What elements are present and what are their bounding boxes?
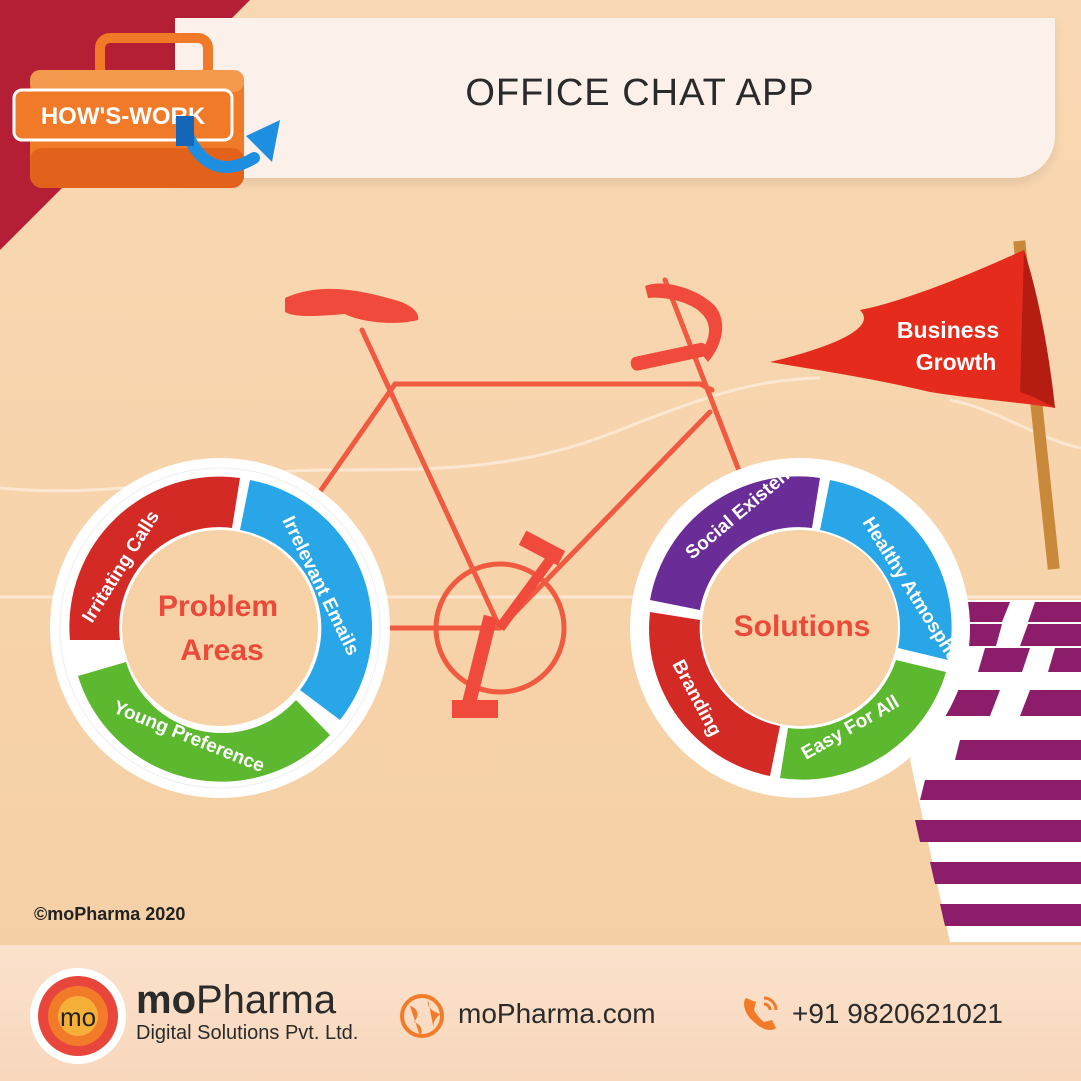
- website-link[interactable]: moPharma.com: [458, 998, 656, 1029]
- segment-young-preference: [78, 662, 330, 782]
- segment-branding: [649, 612, 780, 776]
- globe-icon: [400, 994, 444, 1038]
- arrow-curve-icon: [176, 116, 280, 173]
- title-banner: [175, 18, 1055, 178]
- logo-mark: mo: [38, 976, 118, 1056]
- bicycle-pedals: [452, 530, 566, 718]
- flag-label-line2: Growth: [916, 349, 997, 375]
- brand-name-bold: mo: [136, 978, 196, 1022]
- logo-text: mo: [60, 1002, 96, 1032]
- segment-healthy-atmosphere: [820, 480, 952, 660]
- phone-icon: [744, 996, 778, 1030]
- solutions-center: Solutions: [734, 610, 871, 643]
- phone-number[interactable]: +91 9820621021: [792, 998, 1003, 1029]
- segment-social-existence: [650, 476, 820, 610]
- copyright-text: ©moPharma 2020: [34, 904, 186, 924]
- problem-center-line2: Areas: [180, 634, 263, 667]
- segment-irritating-calls: [69, 476, 240, 640]
- brand-name: moPharma: [136, 978, 336, 1023]
- company-logo: mo: [30, 968, 126, 1064]
- brand-name-rest: Pharma: [196, 978, 337, 1022]
- segment-irrelevant-emails: [240, 480, 373, 720]
- footer: [0, 945, 1081, 1081]
- brand-tagline: Digital Solutions Pvt. Ltd.: [136, 1022, 359, 1044]
- bicycle-seat: [285, 288, 419, 323]
- solutions-wheel: Solutions Social Existence Healthy Atmos…: [630, 451, 973, 798]
- segment-easy-for-all: [780, 660, 946, 780]
- problem-center-line1: Problem: [158, 590, 278, 623]
- flag-icon: Business Growth: [770, 240, 1060, 570]
- bicycle-handlebar: [645, 283, 723, 362]
- flag-label-line1: Business: [897, 317, 999, 343]
- problem-wheel: Problem Areas Irritating Calls Irrelevan…: [50, 458, 390, 798]
- page-title: OFFICE CHAT APP: [465, 72, 815, 114]
